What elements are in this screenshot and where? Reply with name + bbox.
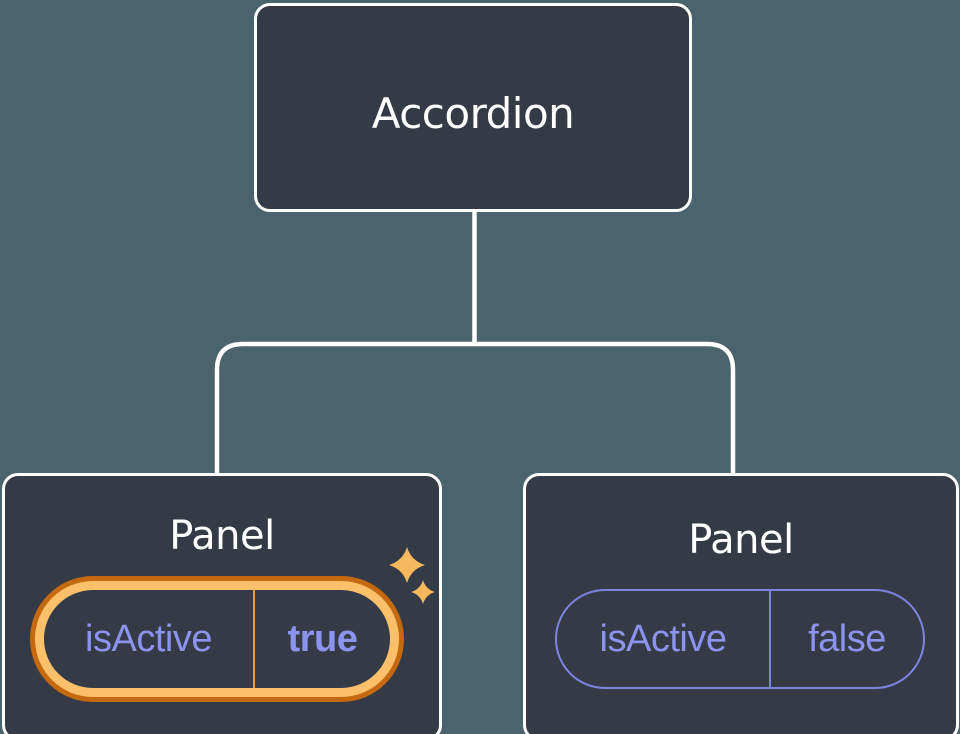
pill-divider [769,591,771,687]
panel-component-card-active: Panel isActive true [2,473,442,734]
state-prop-label: isActive [85,617,212,660]
accordion-component-label: Accordion [371,89,575,138]
panel-title: Panel [169,513,275,559]
state-pill-active: isActive true [44,590,390,688]
state-value: true [287,617,358,660]
state-value: false [808,617,886,660]
state-pill-inactive: isActive false [555,589,925,689]
state-prop-label: isActive [599,617,727,660]
panel-title: Panel [688,517,794,563]
accordion-component-card: Accordion [254,3,692,212]
panel-component-card-inactive: Panel isActive false [523,473,959,734]
pill-divider [253,590,255,688]
